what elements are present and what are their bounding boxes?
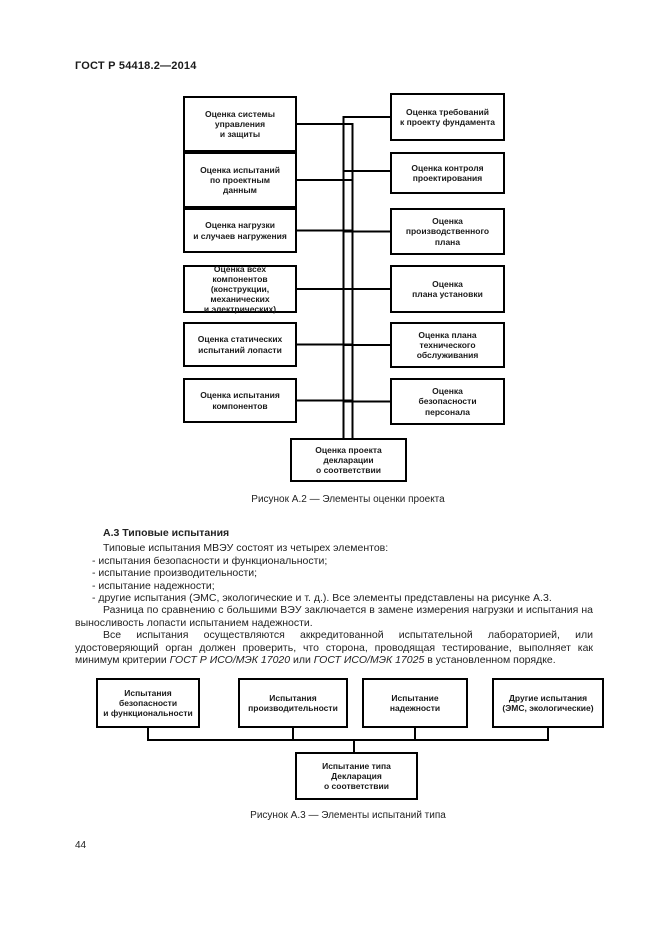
fig-a3-connectors xyxy=(147,727,549,753)
fig-a2-box-loads: Оценка нагрузки и случаев нагружения xyxy=(183,208,297,253)
fig-a3-box-type-test-declaration: Испытание типа Декларация о соответствии xyxy=(295,752,418,800)
section-a3-paragraph-difference: Разница по сравнению с большими ВЭУ закл… xyxy=(75,604,593,629)
fig-a2-box-all-components: Оценка всех компонентов (конструкции, ме… xyxy=(183,264,297,314)
fig-a2-box-production-plan: Оценка производственного плана xyxy=(390,208,505,255)
section-a3-list-item: - испытания безопасности и функционально… xyxy=(92,554,328,567)
fig-a3-box-other-tests: Другие испытания (ЭМС, экологические) xyxy=(492,678,604,728)
section-a3-list-item: - испытание надежности; xyxy=(92,579,215,592)
page-number: 44 xyxy=(75,840,87,851)
section-a3-intro: Типовые испытания МВЭУ состоят из четыре… xyxy=(103,542,389,555)
fig-a2-box-personnel-safety: Оценка безопасности персонала xyxy=(390,378,505,425)
fig-a2-box-design-control: Оценка контроля проектирования xyxy=(390,152,505,194)
fig-a2-box-foundation-reqs: Оценка требований к проекту фундамента xyxy=(390,93,505,141)
fig-a3-caption: Рисунок А.3 — Элементы испытаний типа xyxy=(250,810,446,821)
fig-a2-box-blade-static-tests: Оценка статических испытаний лопасти xyxy=(183,322,297,367)
fig-a2-box-control-system: Оценка системы управления и защиты xyxy=(183,96,297,152)
standard-reference: ГОСТ ИСО/МЭК 17025 xyxy=(313,654,425,667)
section-a3-list-item: - другие испытания (ЭМС, экологические и… xyxy=(92,592,552,605)
fig-a2-box-conformity-declaration: Оценка проекта декларации о соответствии xyxy=(290,438,407,482)
fig-a2-connectors xyxy=(296,116,391,439)
standard-reference: ГОСТ Р ИСО/МЭК 17020 xyxy=(169,654,291,667)
page-header-standard-number: ГОСТ Р 54418.2—2014 xyxy=(75,60,197,72)
section-a3-heading: А.3 Типовые испытания xyxy=(103,527,230,539)
section-a3: А.3 Типовые испытания Типовые испытания … xyxy=(75,527,593,666)
fig-a3-box-performance-tests: Испытания производительности xyxy=(238,678,348,728)
paragraph-text: или xyxy=(290,654,314,667)
fig-a2-box-maintenance-plan: Оценка плана технического обслуживания xyxy=(390,322,505,368)
fig-a3-box-reliability-test: Испытание надежности xyxy=(362,678,468,728)
paragraph-text: в установленном порядке. xyxy=(424,654,556,667)
fig-a2-box-design-data-tests: Оценка испытаний по проектным данным xyxy=(183,152,297,208)
section-a3-list-item: - испытание производительности; xyxy=(92,567,258,580)
section-a3-paragraph-accreditation: Все испытания осуществляются аккредитова… xyxy=(75,629,593,666)
fig-a2-box-component-tests: Оценка испытания компонентов xyxy=(183,378,297,423)
fig-a2-caption: Рисунок А.2 — Элементы оценки проекта xyxy=(251,494,445,505)
fig-a3-box-safety-function-tests: Испытания безопасности и функциональност… xyxy=(96,678,200,728)
paragraph-text: Все испытания осуществляются аккредитова… xyxy=(75,629,593,667)
fig-a2-box-installation-plan: Оценка плана установки xyxy=(390,265,505,313)
